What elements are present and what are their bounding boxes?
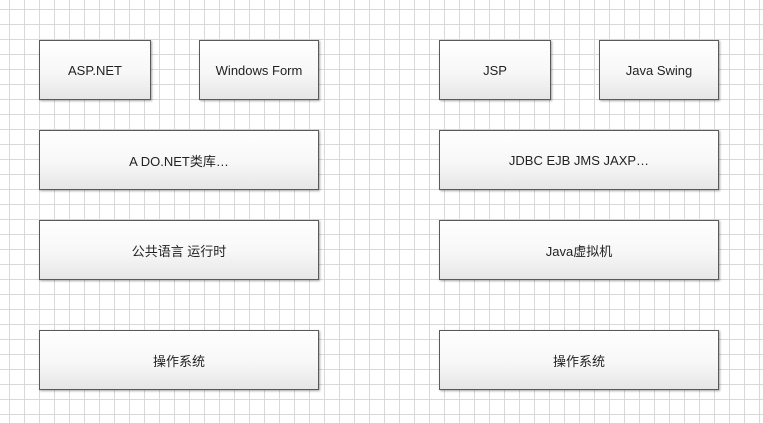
ado-net-library-box[interactable]: A DO.NET类库…	[39, 130, 319, 190]
asp-net-box[interactable]: ASP.NET	[39, 40, 151, 100]
java-virtual-machine-label: Java虚拟机	[545, 243, 613, 259]
java-virtual-machine-box[interactable]: Java虚拟机	[439, 220, 719, 280]
operating-system-box-left[interactable]: 操作系统	[39, 330, 319, 390]
operating-system-box-right[interactable]: 操作系统	[439, 330, 719, 390]
asp-net-label: ASP.NET	[68, 62, 122, 78]
java-swing-box[interactable]: Java Swing	[599, 40, 719, 100]
common-language-runtime-box[interactable]: 公共语言 运行时	[39, 220, 319, 280]
windows-form-label: Windows Form	[215, 62, 303, 78]
jsp-label: JSP	[483, 62, 507, 78]
common-language-runtime-label: 公共语言 运行时	[131, 243, 227, 259]
java-apis-label: JDBC EJB JMS JAXP…	[508, 152, 650, 168]
windows-form-box[interactable]: Windows Form	[199, 40, 319, 100]
operating-system-label-right: 操作系统	[552, 353, 605, 369]
ado-net-library-label: A DO.NET类库…	[129, 153, 229, 169]
operating-system-label-left: 操作系统	[152, 353, 205, 369]
jsp-box[interactable]: JSP	[439, 40, 551, 100]
java-apis-box[interactable]: JDBC EJB JMS JAXP…	[439, 130, 719, 190]
java-swing-label: Java Swing	[625, 62, 693, 78]
